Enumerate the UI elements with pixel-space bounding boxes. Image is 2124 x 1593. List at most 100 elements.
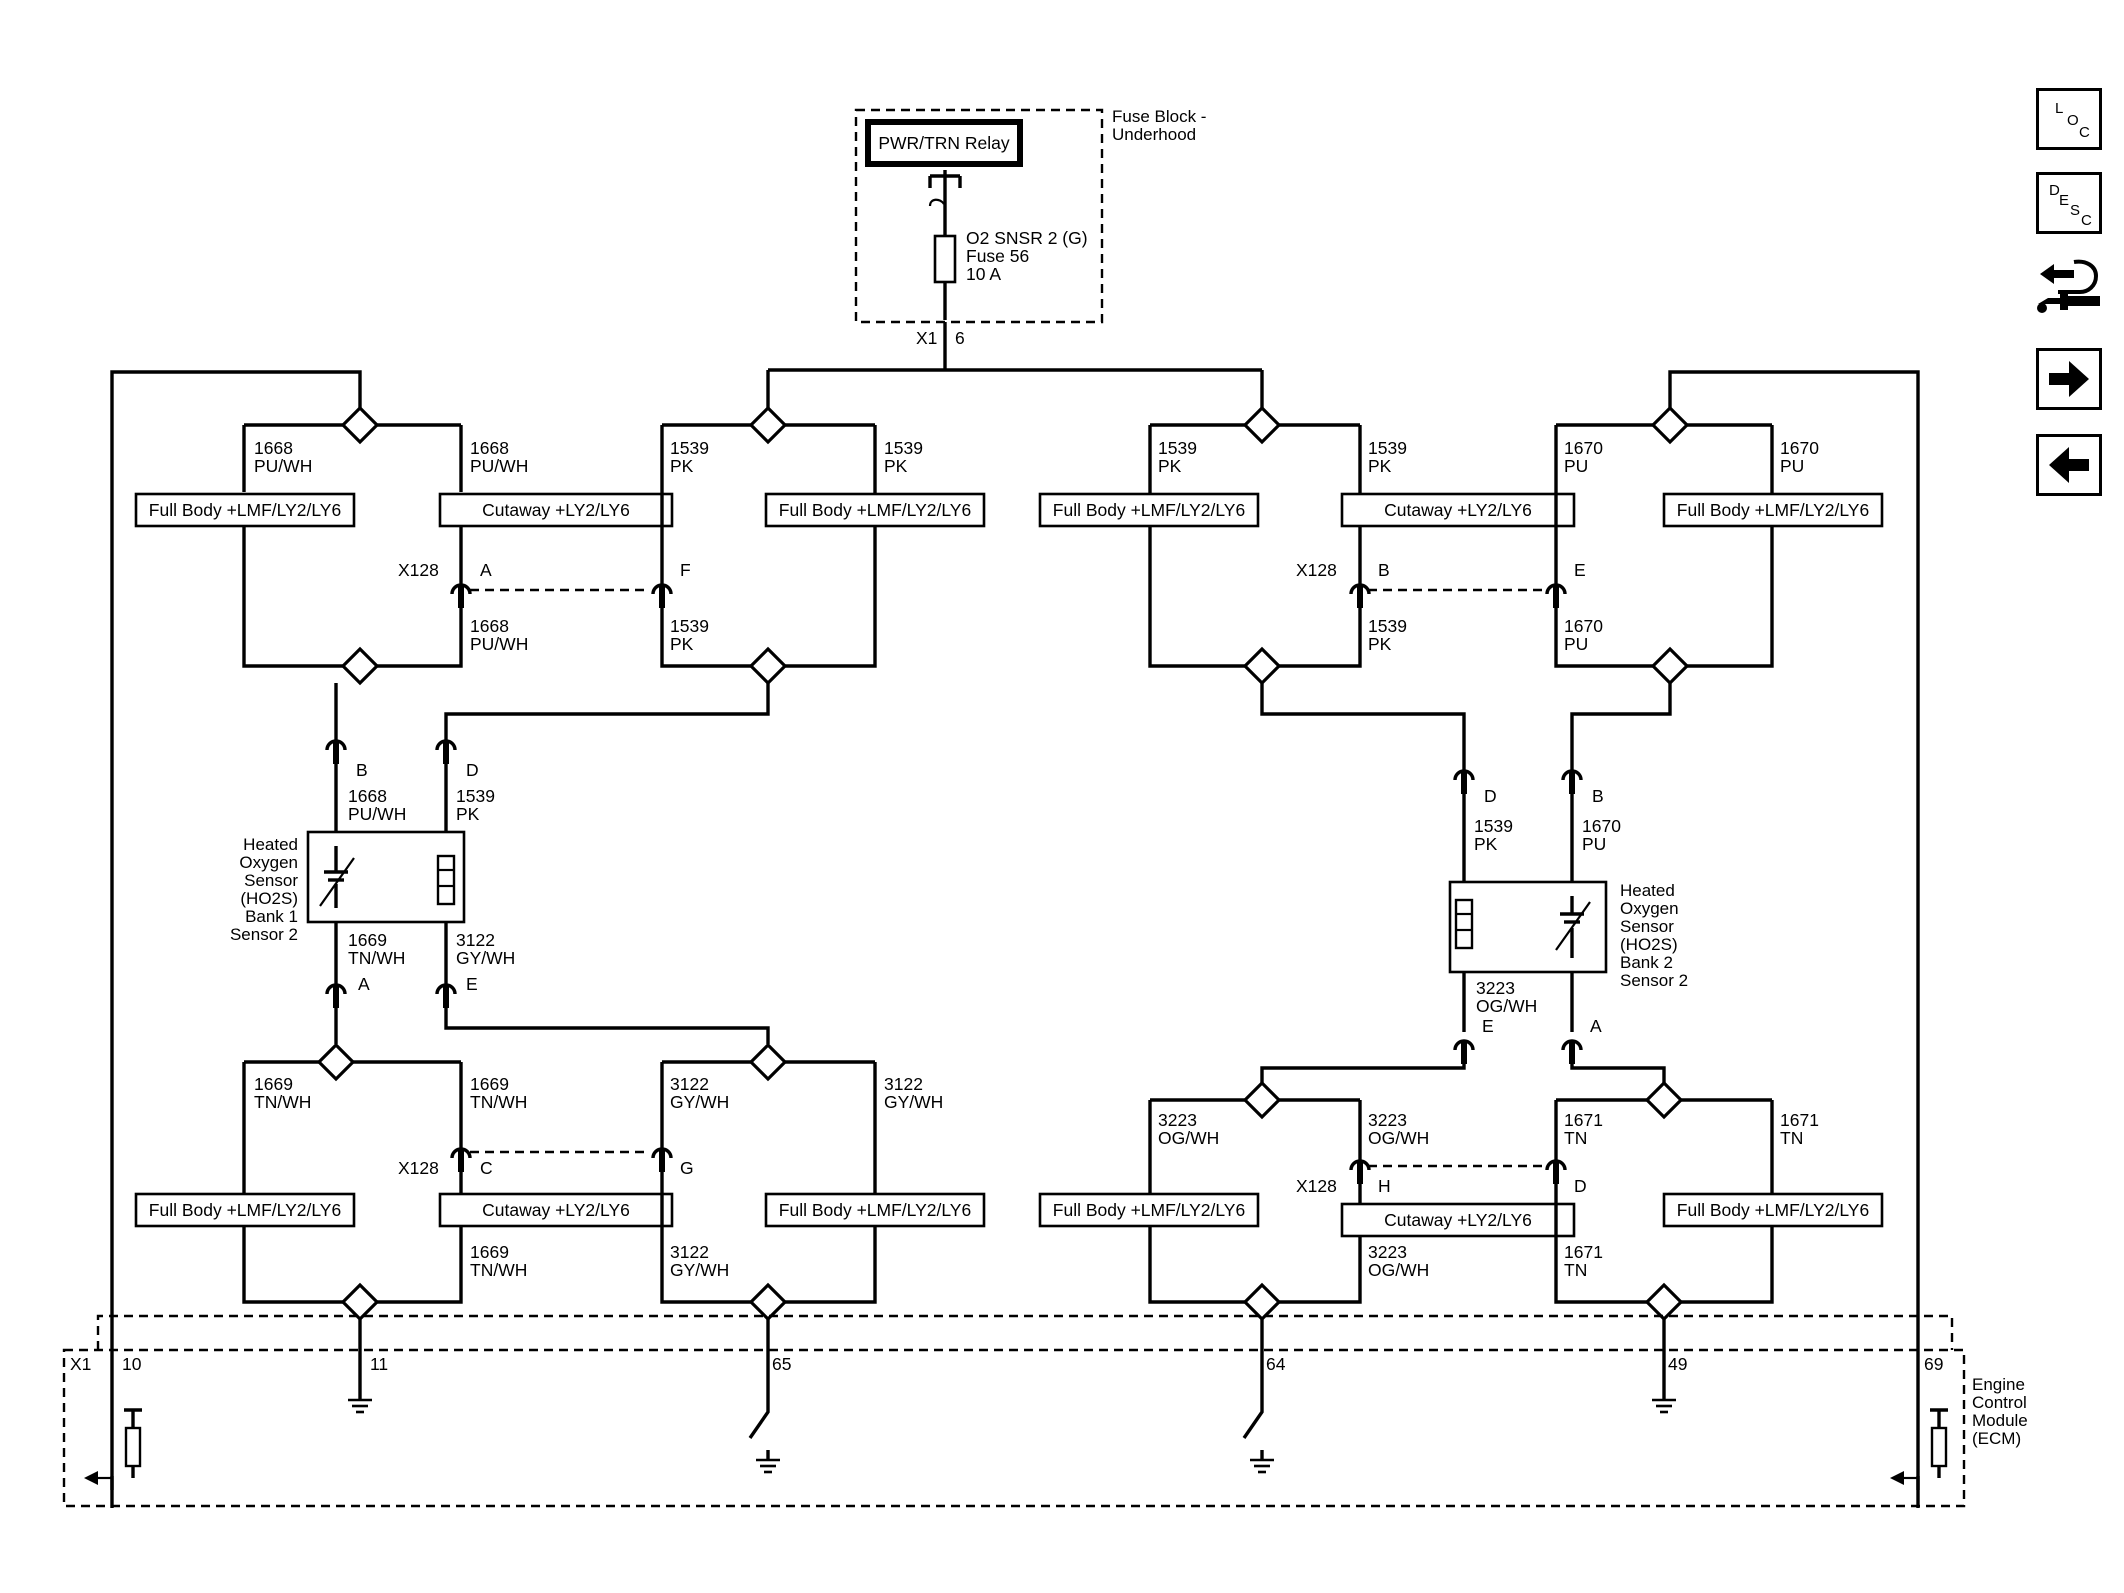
fb-1669-lower bbox=[242, 1226, 343, 1304]
ecm-outline bbox=[62, 1348, 1966, 1508]
circuit-3223-c-color: OG/WH bbox=[1368, 1128, 1429, 1148]
desc-letter-d: D bbox=[2049, 182, 2060, 199]
splice-3223-bottom bbox=[1242, 1282, 1282, 1322]
x128-pin-g-letter: G bbox=[680, 1158, 694, 1178]
ecm-65-switch bbox=[748, 1319, 770, 1439]
circuit-3122-c-number: 3122 bbox=[884, 1074, 923, 1094]
fuse-rating: 10 A bbox=[966, 264, 1001, 284]
description-button[interactable]: D E S C bbox=[2036, 172, 2102, 234]
x128-pin-e-top-letter: E bbox=[1574, 560, 1586, 580]
fb-1539-lower bbox=[785, 526, 877, 668]
ecm-label-2: Control bbox=[1972, 1393, 2027, 1412]
ecm-label-4: (ECM) bbox=[1972, 1429, 2021, 1448]
option-box-cw-1539r bbox=[1340, 492, 1576, 528]
drop-1671 bbox=[1570, 1064, 1666, 1084]
circuit-1671-a-color: TN bbox=[1564, 1128, 1587, 1148]
circuit-3122-d-color: GY/WH bbox=[670, 1260, 729, 1280]
circuit-1539-b-color: PK bbox=[884, 456, 908, 476]
circuit-1669-a-number: 1669 bbox=[348, 930, 387, 950]
circuit-1668-c-color: PU/WH bbox=[470, 634, 528, 654]
splice-1668-top bbox=[340, 405, 380, 445]
circuit-3122-a-number: 3122 bbox=[456, 930, 495, 950]
ecm-pin-49: 49 bbox=[1668, 1354, 1687, 1374]
previous-page-button[interactable] bbox=[2036, 434, 2102, 496]
fuse-block-connector: X1 bbox=[916, 328, 937, 348]
cw-1669-lower bbox=[377, 1226, 463, 1304]
x128-label-2: X128 bbox=[1296, 560, 1337, 580]
location-button[interactable]: L O C bbox=[2036, 88, 2102, 150]
connector-service-button[interactable] bbox=[2030, 252, 2106, 328]
loc-letter-l: L bbox=[2055, 100, 2064, 117]
circuit-1670-a-number: 1670 bbox=[1564, 438, 1603, 458]
cw-3122-lower bbox=[660, 1172, 751, 1304]
sensor1-label-4: (HO2S) bbox=[240, 889, 298, 908]
next-page-button[interactable] bbox=[2036, 348, 2102, 410]
circuit-1539-f-color: PK bbox=[1368, 456, 1392, 476]
x128-pin-b-letter: B bbox=[1378, 560, 1390, 580]
splice-1670-top bbox=[1650, 405, 1690, 445]
circuit-3223-b-color: OG/WH bbox=[1158, 1128, 1219, 1148]
x128-label-3: X128 bbox=[398, 1158, 439, 1178]
circuit-1539-a-color: PK bbox=[670, 456, 694, 476]
ecm-label-3: Module bbox=[1972, 1411, 2028, 1430]
fuse-56 bbox=[933, 234, 957, 284]
circuit-1539-c-color: PK bbox=[670, 634, 694, 654]
ecm-pin-64: 64 bbox=[1266, 1354, 1286, 1374]
option-box-cw-3223-label: Cutaway +LY2/LY6 bbox=[1384, 1210, 1532, 1230]
desc-letter-s: S bbox=[2070, 202, 2081, 219]
option-box-fb-1671-label: Full Body +LMF/LY2/LY6 bbox=[1677, 1200, 1869, 1220]
splice-1668-bottom bbox=[340, 646, 380, 686]
cw-1670-lower bbox=[1554, 608, 1653, 668]
drop-1670 bbox=[1570, 683, 1672, 770]
circuit-1671-a-number: 1671 bbox=[1564, 1110, 1603, 1130]
option-box-fb-1539 bbox=[764, 492, 986, 528]
x128-label-4: X128 bbox=[1296, 1176, 1337, 1196]
circuit-1668-b-number: 1668 bbox=[470, 438, 509, 458]
fb-1539r-lower bbox=[1148, 526, 1245, 668]
fb-3223-lower bbox=[1148, 1226, 1245, 1304]
circuit-1668-d-color: PU/WH bbox=[348, 804, 406, 824]
relay-switch-arc bbox=[928, 198, 945, 207]
ecm-x1-header bbox=[96, 1314, 1954, 1350]
sensor1-label-3: Sensor bbox=[244, 871, 298, 890]
circuit-1670-b-number: 1670 bbox=[1780, 438, 1819, 458]
circuit-1669-a-color: TN/WH bbox=[348, 948, 405, 968]
sensor1-pin-a-letter: A bbox=[358, 974, 370, 994]
circuit-3122-b-number: 3122 bbox=[670, 1074, 709, 1094]
fb-1670-lower bbox=[1687, 526, 1774, 668]
drop-1539-right bbox=[1260, 683, 1466, 770]
x128-pin-f-letter: F bbox=[680, 560, 691, 580]
circuit-3122-d-number: 3122 bbox=[670, 1242, 709, 1262]
sensor1-pin-d-letter: D bbox=[466, 760, 479, 780]
option-box-fb-1668-label: Full Body +LMF/LY2/LY6 bbox=[149, 500, 341, 520]
circuit-1539-a-number: 1539 bbox=[670, 438, 709, 458]
circuit-1669-d-number: 1669 bbox=[470, 1242, 509, 1262]
drop-3122 bbox=[444, 1008, 770, 1044]
sensor2-label-4: (HO2S) bbox=[1620, 935, 1678, 954]
ecm-label-1: Engine bbox=[1972, 1375, 2025, 1394]
x128-pin-a-letter: A bbox=[480, 560, 492, 580]
option-box-fb-1539r bbox=[1038, 492, 1260, 528]
circuit-1671-b-number: 1671 bbox=[1780, 1110, 1819, 1130]
sensor2-label-6: Sensor 2 bbox=[1620, 971, 1688, 990]
cw-1671-lower bbox=[1554, 1184, 1647, 1304]
sensor1-label-1: Heated bbox=[243, 835, 298, 854]
ecm-pin-11: 11 bbox=[370, 1354, 388, 1374]
splice-1671-top bbox=[1644, 1080, 1684, 1120]
sensor2-label-3: Sensor bbox=[1620, 917, 1674, 936]
circuit-1539-e-color: PK bbox=[1158, 456, 1182, 476]
option-box-fb-1668 bbox=[134, 492, 356, 528]
splice-1539-right-bottom bbox=[1242, 646, 1282, 686]
circuit-1669-d-color: TN/WH bbox=[470, 1260, 527, 1280]
sensor1-label-2: Oxygen bbox=[239, 853, 298, 872]
option-box-cw-3223 bbox=[1340, 1202, 1576, 1238]
next-arrow-icon bbox=[2049, 361, 2089, 397]
circuit-3122-b-color: GY/WH bbox=[670, 1092, 729, 1112]
circuit-1670-b-color: PU bbox=[1780, 456, 1804, 476]
option-box-cw-1539r-label: Cutaway +LY2/LY6 bbox=[1384, 500, 1532, 520]
circuit-1670-c-color: PU bbox=[1564, 634, 1588, 654]
circuit-3223-a-color: OG/WH bbox=[1476, 996, 1537, 1016]
option-box-fb-3122 bbox=[764, 1192, 986, 1228]
circuit-1539-c-number: 1539 bbox=[670, 616, 709, 636]
